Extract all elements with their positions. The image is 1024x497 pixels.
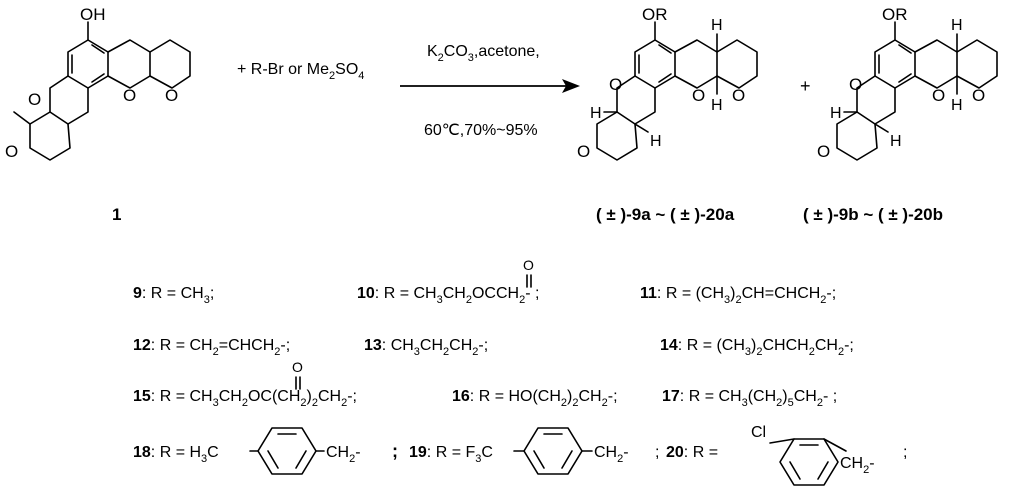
hydrogen-label: H	[650, 133, 662, 150]
carbonyl-bond	[295, 376, 301, 390]
substituent-18-suffix: CH2-	[326, 444, 361, 465]
plus-sign: +	[800, 76, 811, 96]
oxygen-label: O	[609, 75, 622, 94]
condition-top: K2CO3,acetone,	[427, 43, 540, 64]
oxygen-label: O	[732, 86, 745, 105]
reactant-1-structure	[13, 21, 191, 161]
hydroxyl-label: OH	[80, 5, 106, 24]
substituent-10: 10: R = CH3CH2OCCH2- ;	[357, 285, 539, 306]
substituent-15: 15: R = CH3CH2OC(CH2)2CH2-;	[133, 388, 357, 409]
hydrogen-label: H	[951, 97, 963, 114]
product-a-label: ( ± )-9a ~ ( ± )-20a	[596, 205, 735, 224]
hydrogen-label: H	[951, 17, 963, 34]
substituent-11: 11: R = (CH3)2CH=CHCH2-;	[640, 285, 836, 306]
oxygen-label: O	[123, 86, 136, 105]
separator: ;	[903, 444, 907, 461]
hydrogen-label: H	[711, 97, 723, 114]
alkoxy-label: OR	[882, 5, 908, 24]
carbonyl-oxygen: O	[292, 359, 303, 375]
substituent-20-prefix: 20: R =	[666, 444, 718, 461]
oxygen-label: O	[849, 75, 862, 94]
reactant-label: 1	[112, 205, 121, 224]
oxygen-label: O	[817, 142, 830, 161]
benzene-ring-20	[769, 438, 847, 486]
reagents-text: + R-Br or Me2SO4	[237, 61, 364, 82]
substituent-17: 17: R = CH3(CH2)5CH2- ;	[662, 388, 837, 409]
reaction-arrow	[400, 79, 580, 93]
substituent-13: 13: CH3CH2CH2-;	[364, 337, 488, 358]
condition-bottom: 60℃,70%~95%	[424, 122, 538, 139]
chloro-label: Cl	[751, 424, 766, 441]
benzene-ring-19	[513, 427, 593, 475]
hydrogen-label: H	[890, 133, 902, 150]
carbonyl-oxygen: O	[523, 257, 534, 273]
separator: ;	[655, 444, 659, 461]
substituent-14: 14: R = (CH3)2CHCH2CH2-;	[660, 337, 854, 358]
oxygen-label: O	[692, 86, 705, 105]
product-b-label: ( ± )-9b ~ ( ± )-20b	[803, 205, 943, 224]
hydrogen-label: H	[711, 17, 723, 34]
hydrogen-label: H	[830, 105, 842, 122]
oxygen-label: O	[165, 86, 178, 105]
substituent-12: 12: R = CH2=CHCH2-;	[133, 337, 290, 358]
product-a-structure	[596, 21, 758, 161]
product-b-structure	[836, 21, 998, 161]
separator: ;	[392, 441, 398, 461]
oxygen-label: O	[932, 86, 945, 105]
carbonyl-bond	[526, 274, 532, 288]
oxygen-label: O	[972, 86, 985, 105]
alkoxy-label: OR	[642, 5, 668, 24]
substituent-20-suffix: CH2-	[840, 455, 875, 476]
substituent-19-prefix: 19: R = F3C	[409, 444, 493, 465]
substituent-9: 9: R = CH3;	[133, 285, 214, 306]
oxygen-label: O	[28, 90, 41, 109]
hydrogen-label: H	[590, 105, 602, 122]
benzene-ring-18	[249, 427, 325, 475]
substituent-19-suffix: CH2-	[594, 444, 629, 465]
substituent-16: 16: R = HO(CH2)2CH2-;	[452, 388, 618, 409]
substituent-18-prefix: 18: R = H3C	[133, 444, 219, 465]
oxygen-label: O	[5, 142, 18, 161]
oxygen-label: O	[577, 142, 590, 161]
